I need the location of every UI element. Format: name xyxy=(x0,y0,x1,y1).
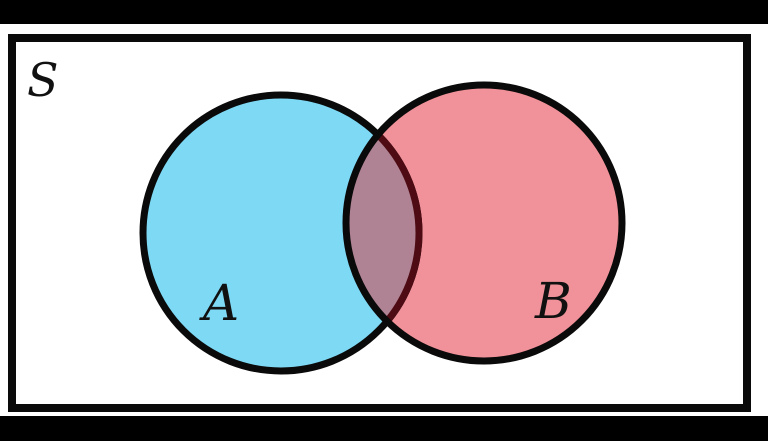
set-a-label: A xyxy=(199,274,239,332)
set-a-arc-inside-b xyxy=(346,91,423,361)
set-b-label: B xyxy=(534,272,572,330)
universal-set-frame xyxy=(8,34,751,412)
universal-set-label: S xyxy=(27,53,59,107)
set-b-outline xyxy=(342,81,626,365)
set-b-region xyxy=(346,85,622,361)
